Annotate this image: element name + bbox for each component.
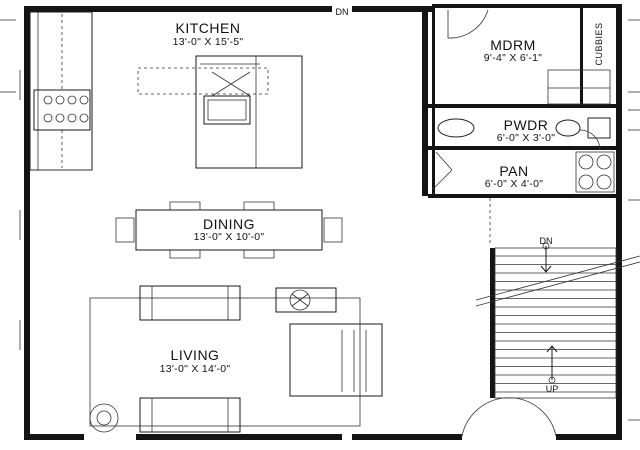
stair-up-arrow (546, 345, 558, 384)
room-dims-pwdr: 6'-0" X 3'-0" (497, 132, 556, 144)
room-dims-dining: 13'-0" X 10'-0" (194, 231, 265, 243)
cooktop (33, 89, 91, 131)
cubbies-label: CUBBIES (594, 22, 604, 65)
room-dims-kitchen: 13'-0" X 15'-5" (173, 36, 244, 48)
pan-fixtures (431, 151, 615, 193)
room-name-pan: PAN (499, 163, 528, 179)
pwdr-fixtures (437, 117, 611, 151)
stair-up-label: UP (546, 384, 559, 394)
stairs (494, 247, 617, 399)
room-name-mdrm: MDRM (490, 37, 536, 53)
stair-break-line (475, 255, 640, 307)
mdrm-fixtures (447, 9, 611, 105)
stair-dn-label: DN (540, 236, 553, 246)
dining-table (115, 201, 343, 259)
top-dn-label: DN (336, 7, 349, 17)
kitchen-counter (29, 11, 93, 171)
room-dims-pan: 6'-0" X 4'-0" (485, 178, 544, 190)
entry-door (461, 397, 557, 437)
interior-walls (422, 6, 616, 398)
living-furniture (89, 285, 383, 433)
exterior-walls (0, 4, 640, 440)
stair-dn-arrow (540, 242, 552, 273)
room-name-dining: DINING (203, 216, 255, 232)
room-name-living: LIVING (171, 347, 220, 363)
room-dims-mdrm: 9'-4" X 6'-1" (484, 52, 543, 64)
kitchen-island (137, 55, 303, 169)
room-name-kitchen: KITCHEN (176, 20, 241, 36)
room-dims-living: 13'-0" X 14'-0" (160, 363, 231, 375)
stair-outline (494, 247, 617, 399)
room-name-pwdr: PWDR (504, 117, 549, 133)
